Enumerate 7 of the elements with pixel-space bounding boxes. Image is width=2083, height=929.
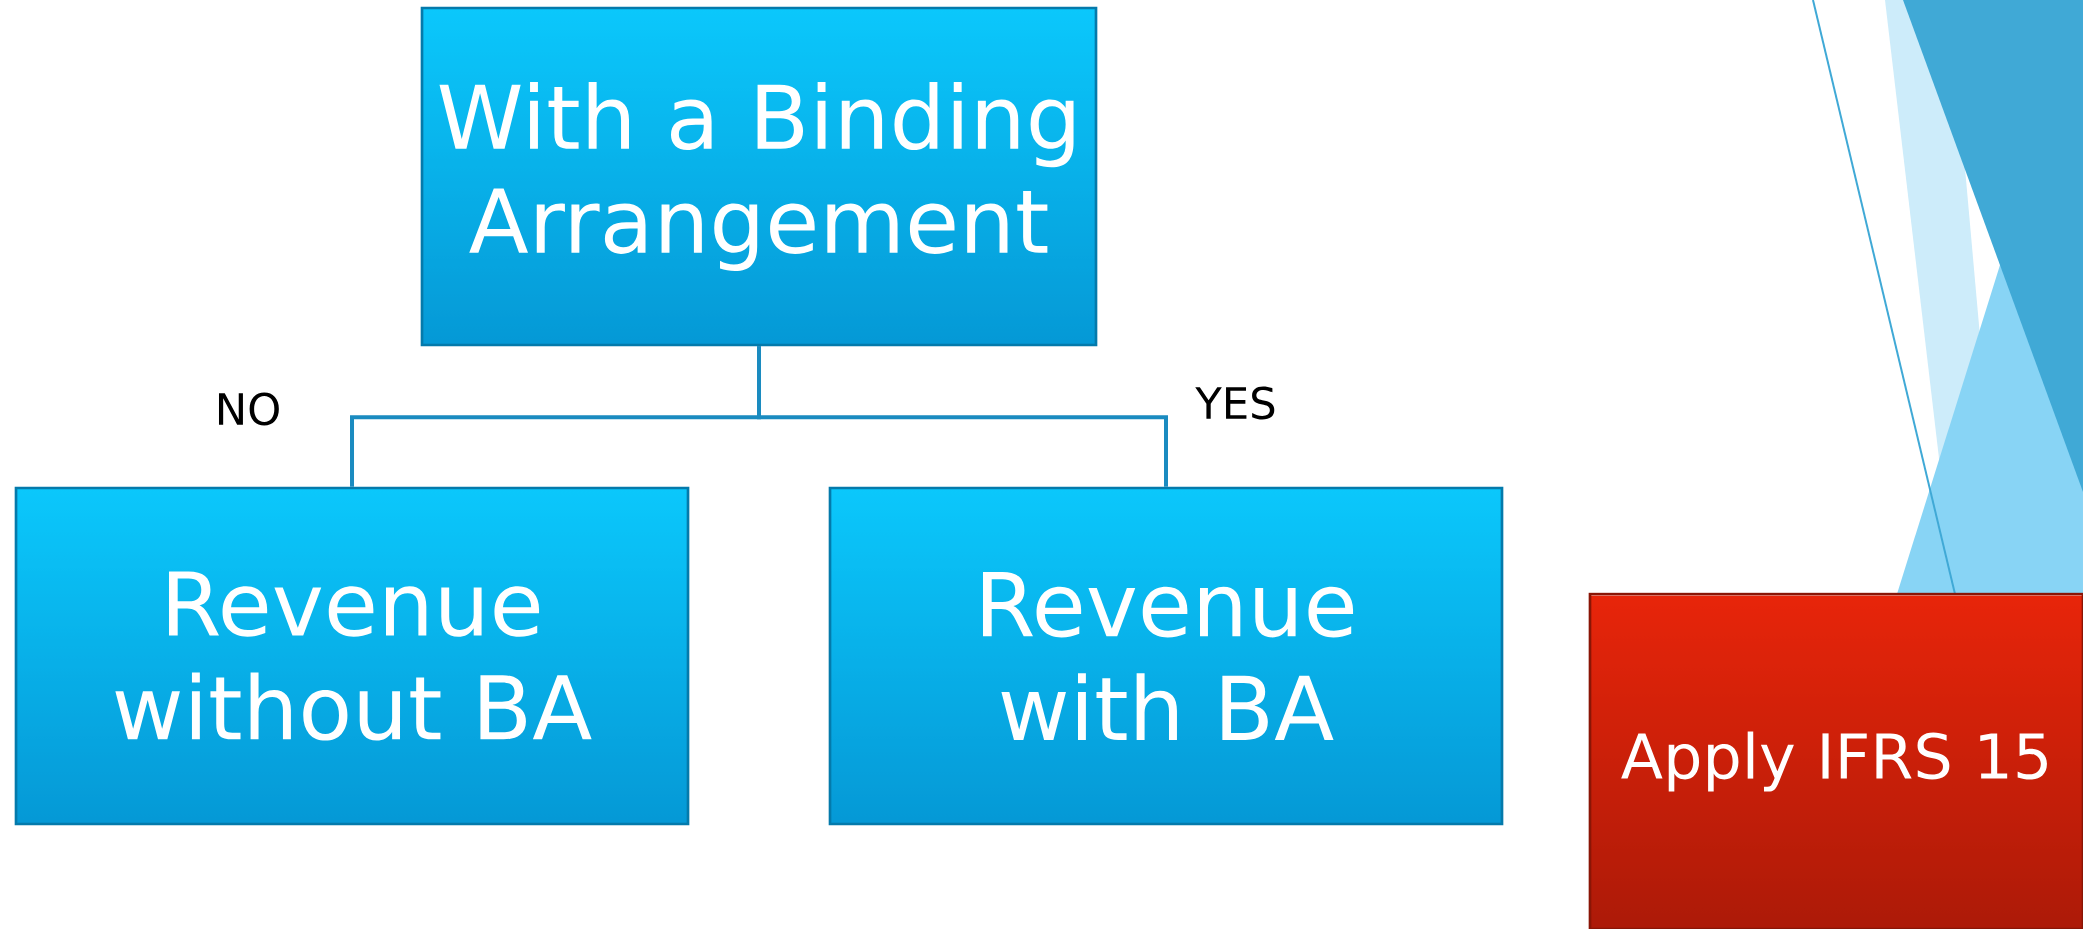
decision-box: With a Binding Arrangement <box>420 6 1098 347</box>
connector <box>757 346 1168 487</box>
edge-label: YES <box>1195 386 1275 420</box>
outcome-box: Revenue without BA <box>14 486 690 826</box>
result-box: Apply IFRS 15 <box>1588 592 2083 929</box>
outcome-box: Revenue with BA <box>828 486 1504 826</box>
edge-label: NO <box>219 392 279 426</box>
